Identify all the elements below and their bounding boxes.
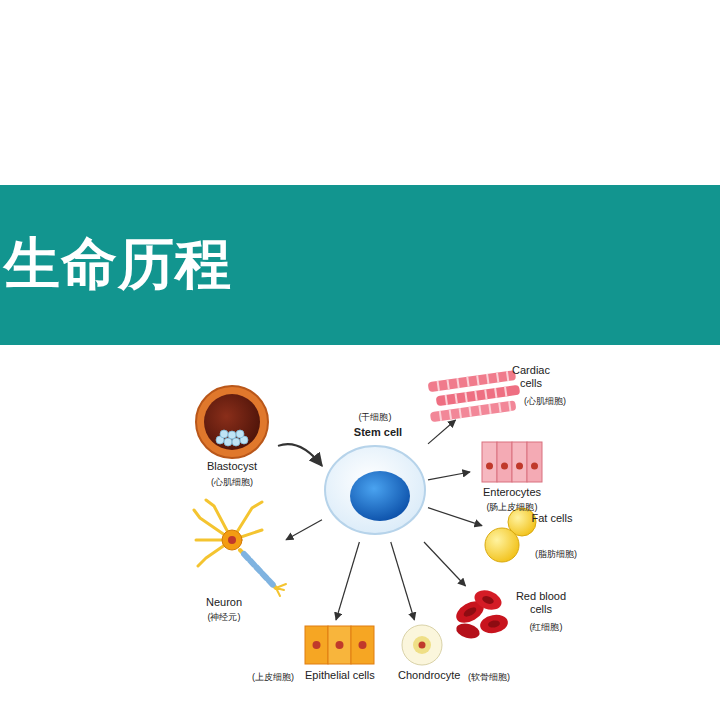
neuron-picture <box>194 500 286 596</box>
chondrocyte-node: Chondrocyte (软骨细胞) <box>396 620 524 688</box>
differentiation-arrow <box>428 508 482 526</box>
stem-cell-node: (干细胞) Stem cell <box>322 408 428 542</box>
cell-sublabel: (脂肪细胞) <box>535 548 577 561</box>
title: 生命历程 <box>4 232 232 296</box>
rbc-picture <box>453 587 510 641</box>
enterocytes-picture <box>482 442 542 482</box>
cell-sublabel: Epithelial cells <box>305 669 375 682</box>
differentiation-arrow <box>424 542 465 586</box>
fat-node: Fat cells (脂肪细胞) <box>482 508 592 570</box>
differentiation-arrow <box>286 520 322 540</box>
neuron-node: Neuron (神经元) <box>190 498 286 626</box>
epithelial-node: (上皮细胞) Epithelial cells <box>248 620 382 688</box>
chondrocyte-picture <box>402 625 442 665</box>
cell-sublabel: (肠上皮细胞) <box>487 501 538 514</box>
fat-picture <box>485 508 536 562</box>
cell-sublabel: Stem cell <box>354 426 402 439</box>
enterocytes-node: Enterocytes (肠上皮细胞) <box>470 436 562 516</box>
differentiation-arrow <box>336 542 359 620</box>
blastocyst-picture <box>196 386 268 458</box>
cell-sublabel: (心肌细胞) <box>211 476 253 489</box>
differentiation-arrow <box>428 420 456 444</box>
cardiac-node: Cardiac cells (心肌细胞) <box>425 362 580 420</box>
cell-label: Red blood cells <box>512 590 570 616</box>
rbc-node: Red blood cells (红细胞) <box>448 586 576 642</box>
cell-label: Enterocytes <box>483 486 541 499</box>
differentiation-arrow <box>428 472 470 480</box>
cell-label: Chondrocyte <box>398 669 460 682</box>
cell-sublabel: (神经元) <box>208 611 241 624</box>
cell-label: Blastocyst <box>207 460 257 473</box>
cardiac-picture <box>426 370 523 422</box>
stem-cell-picture <box>325 446 425 534</box>
blastocyst-node: Blastocyst (心肌细胞) <box>188 384 278 492</box>
cell-label: Cardiac cells <box>504 364 558 390</box>
cell-sublabel: (红细胞) <box>530 621 563 634</box>
epithelial-picture <box>305 626 374 664</box>
cell-label: (上皮细胞) <box>252 671 294 684</box>
cell-sublabel: (软骨细胞) <box>468 671 510 684</box>
cell-sublabel: (心肌细胞) <box>524 395 566 408</box>
differentiation-arrow <box>278 444 322 466</box>
cell-label: Fat cells <box>531 512 573 525</box>
differentiation-arrow <box>391 542 415 620</box>
cell-label: Neuron <box>206 596 242 609</box>
cell-label: (干细胞) <box>359 411 392 424</box>
